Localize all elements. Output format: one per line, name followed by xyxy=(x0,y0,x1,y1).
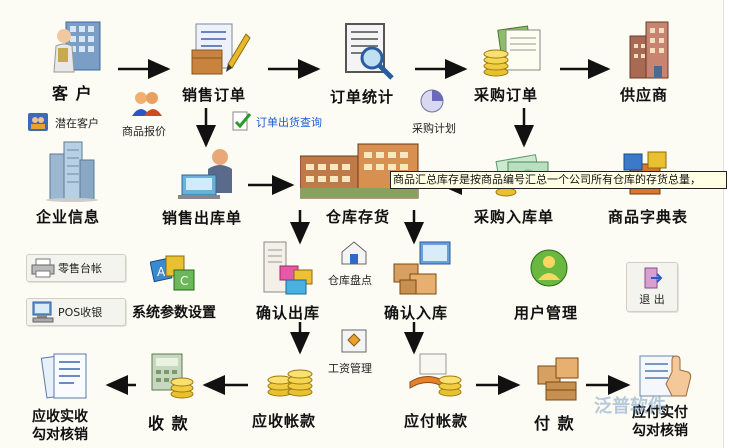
user-management-icon xyxy=(530,249,568,287)
purchase-order-icon xyxy=(483,25,541,77)
system-params-module[interactable]: A C 系统参数设置 xyxy=(128,252,224,326)
potential-customer-icon xyxy=(28,113,48,131)
potential-customer-label: 潜在客户 xyxy=(55,117,99,130)
confirm-in-label: 确认入库 xyxy=(384,304,449,322)
product-dict-label: 商品字典表 xyxy=(608,208,689,226)
user-management-label: 用户管理 xyxy=(514,304,579,322)
product-dict-module[interactable]: 商品字典表 xyxy=(606,150,696,232)
payable-verify-label-1: 应付实付 xyxy=(632,405,688,421)
confirm-out-icon xyxy=(263,241,313,295)
collection-icon xyxy=(151,353,194,399)
warehouse-label: 仓库存货 xyxy=(326,208,391,226)
order-stats-module[interactable]: 订单统计 xyxy=(328,20,408,108)
watermark: 泛普软件 xyxy=(594,396,666,417)
order-ship-query-icon xyxy=(232,111,252,131)
svg-text:C: C xyxy=(180,274,188,288)
scrollbar-edge xyxy=(723,0,729,448)
sales-out-module[interactable]: 销售出库单 xyxy=(162,145,252,230)
confirm-in-module[interactable]: 确认入库 xyxy=(380,240,464,324)
purchase-in-label: 采购入库单 xyxy=(474,208,555,226)
customer-label: 客 户 xyxy=(52,84,93,103)
receivable-verify-label-1: 应收实收 xyxy=(32,409,88,425)
customer-icon xyxy=(53,21,101,73)
confirm-out-module[interactable]: 确认出库 xyxy=(250,240,334,324)
user-management-module[interactable]: 用户管理 xyxy=(512,248,592,324)
salary-management-label: 工资管理 xyxy=(328,362,372,375)
collection-module[interactable]: 收 款 xyxy=(142,350,208,434)
product-quote-link[interactable]: 商品报价 xyxy=(122,90,176,138)
order-stats-label: 订单统计 xyxy=(330,88,395,106)
stock-check-icon xyxy=(341,241,367,265)
sales-order-label: 销售订单 xyxy=(182,86,247,104)
system-params-icon: A C xyxy=(150,255,195,291)
sales-order-module[interactable]: 销售订单 xyxy=(180,20,262,108)
salary-management-link[interactable]: 工资管理 xyxy=(326,328,382,376)
printer-icon xyxy=(31,258,55,278)
retail-ledger-label: 零售台帐 xyxy=(58,262,102,275)
company-info-label: 企业信息 xyxy=(36,208,101,226)
pos-register-button[interactable]: POS收银 xyxy=(26,298,126,326)
payment-label: 付 款 xyxy=(534,414,575,433)
order-ship-query-label: 订单出货查询 xyxy=(256,116,322,129)
purchase-plan-link[interactable]: 采购计划 xyxy=(410,88,464,135)
payment-module[interactable]: 付 款 xyxy=(528,352,594,434)
receivable-verify-module[interactable]: 应收实收 勾对核销 xyxy=(30,350,104,446)
order-ship-query-link[interactable]: 订单出货查询 xyxy=(230,110,330,132)
receivable-verify-icon xyxy=(40,353,87,399)
order-stats-icon xyxy=(345,23,394,80)
receivable-module[interactable]: 应收帐款 xyxy=(250,352,330,434)
receivable-icon xyxy=(267,369,313,397)
stock-tooltip: 商品汇总库存是按商品编号汇总一个公司所有仓库的存货总量， xyxy=(390,171,727,189)
supplier-module[interactable]: 供应商 xyxy=(616,16,686,108)
receivable-verify-label-2: 勾对核销 xyxy=(32,427,88,443)
supplier-label: 供应商 xyxy=(620,86,669,104)
sales-out-label: 销售出库单 xyxy=(162,209,243,227)
company-info-module[interactable]: 企业信息 xyxy=(34,140,114,230)
purchase-in-module[interactable]: 采购入库单 xyxy=(474,148,574,232)
receivable-label: 应收帐款 xyxy=(252,412,317,430)
stock-check-label: 仓库盘点 xyxy=(328,274,372,287)
product-quote-icon xyxy=(132,92,162,116)
payable-label: 应付帐款 xyxy=(404,412,469,430)
confirm-out-label: 确认出库 xyxy=(256,304,321,322)
purchase-plan-icon xyxy=(420,89,444,113)
exit-door-icon xyxy=(644,267,663,289)
retail-ledger-button[interactable]: 零售台帐 xyxy=(26,254,126,282)
pos-register-label: POS收银 xyxy=(58,306,103,319)
confirm-in-icon xyxy=(393,241,451,295)
payable-verify-label-2: 勾对核销 xyxy=(632,423,688,439)
collection-label: 收 款 xyxy=(148,414,189,433)
payable-verify-module[interactable]: 应付实付 勾对核销 xyxy=(628,352,708,446)
salary-management-icon xyxy=(341,329,367,353)
warehouse-module[interactable]: 仓库存货 xyxy=(298,142,420,232)
payment-icon xyxy=(537,357,579,401)
system-params-label: 系统参数设置 xyxy=(132,305,216,321)
product-quote-label: 商品报价 xyxy=(122,125,166,138)
customer-module[interactable]: 客 户 xyxy=(40,14,114,106)
payable-module[interactable]: 应付帐款 xyxy=(398,352,480,434)
purchase-plan-label: 采购计划 xyxy=(412,122,456,135)
pos-terminal-icon xyxy=(32,301,54,323)
company-building-icon xyxy=(46,141,98,202)
payable-icon xyxy=(409,353,462,397)
sales-out-icon xyxy=(178,149,232,199)
stock-check-link[interactable]: 仓库盘点 xyxy=(326,240,382,288)
exit-button[interactable]: 退 出 xyxy=(626,262,678,312)
purchase-order-module[interactable]: 采购订单 xyxy=(470,20,554,108)
warehouse-icon xyxy=(300,143,419,199)
exit-label: 退 出 xyxy=(639,293,665,306)
svg-text:A: A xyxy=(157,265,166,279)
purchase-order-label: 采购订单 xyxy=(474,86,539,104)
potential-customer-link[interactable]: 潜在客户 xyxy=(28,112,108,132)
payable-verify-icon xyxy=(639,355,692,397)
sales-order-icon xyxy=(191,23,251,75)
supplier-icon xyxy=(629,21,669,79)
